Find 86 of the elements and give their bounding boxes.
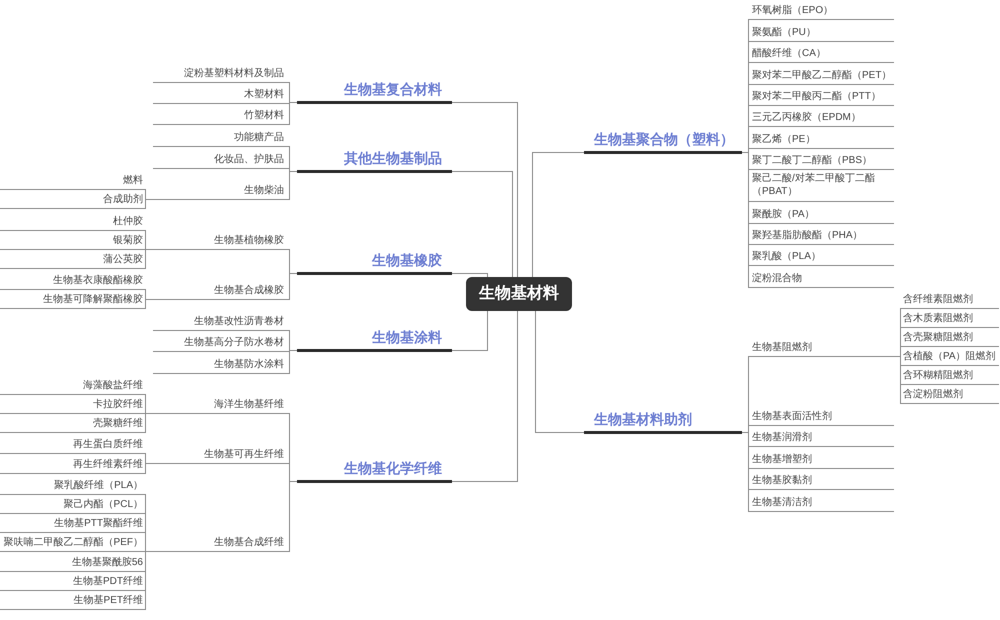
subtopic: 再生蛋白质纤维 — [0, 436, 146, 454]
connector-line — [535, 310, 584, 433]
subtopic: 聚乳酸（PLA） — [748, 246, 894, 266]
connector-line — [145, 299, 154, 309]
subtopic: 聚乳酸纤维（PLA） — [0, 477, 146, 495]
subtopic: 生物基植物橡胶 — [153, 232, 290, 250]
main-topic: 生物基聚合物（塑料） — [584, 126, 742, 154]
subtopic: 聚己二酸/对苯二甲酸丁二酯（PBAT） — [748, 171, 894, 202]
connector-line — [452, 102, 518, 278]
subtopic: 聚氨酯（PU） — [748, 22, 894, 42]
connector-line — [452, 310, 518, 482]
connector-line — [452, 273, 488, 278]
main-topic: 生物基橡胶 — [297, 247, 452, 275]
subtopic: 生物基防水涂料 — [153, 356, 290, 374]
connector-line — [145, 249, 154, 269]
subtopic: 燃料 — [0, 172, 146, 190]
connector-line — [452, 171, 513, 278]
subtopic: 生物基衣康酸酯橡胶 — [0, 272, 146, 290]
subtopic: 生物基表面活性剂 — [748, 406, 894, 426]
connector-line — [289, 102, 298, 125]
subtopic: 聚酰胺（PA） — [748, 204, 894, 224]
subtopic: 生物基可降解聚酯橡胶 — [0, 291, 146, 309]
subtopic: 生物基润滑剂 — [748, 427, 894, 447]
main-topic: 生物基化学纤维 — [297, 455, 452, 483]
connector-line — [742, 432, 749, 512]
subtopic: 含纤维素阻燃剂 — [900, 291, 999, 309]
connector-line — [289, 273, 298, 300]
subtopic: 醋酸纤维（CA） — [748, 43, 894, 63]
subtopic: 生物基合成纤维 — [153, 534, 290, 552]
subtopic: 竹塑材料 — [153, 107, 290, 125]
connector-line — [289, 350, 298, 374]
connector-line — [532, 152, 584, 278]
subtopic: 生物基清洁剂 — [748, 492, 894, 512]
main-topic: 生物基涂料 — [297, 324, 452, 352]
subtopic: 聚丁二酸丁二醇酯（PBS） — [748, 150, 894, 170]
subtopic: 聚乙烯（PE） — [748, 129, 894, 149]
subtopic: 含淀粉阻燃剂 — [900, 386, 999, 404]
subtopic: 银菊胶 — [0, 232, 146, 250]
subtopic: 聚对苯二甲酸丙二酯（PTT） — [748, 86, 894, 106]
subtopic: 生物基PET纤维 — [0, 592, 146, 610]
subtopic: 聚羟基脂肪酸酯（PHA） — [748, 225, 894, 245]
subtopic: 生物基合成橡胶 — [153, 282, 290, 300]
main-topic: 其他生物基制品 — [297, 145, 452, 173]
subtopic: 三元乙丙橡胶（EPDM） — [748, 107, 894, 127]
subtopic: 生物基聚酰胺56 — [0, 554, 146, 572]
main-topic: 生物基复合材料 — [297, 76, 452, 104]
subtopic: 再生纤维素纤维 — [0, 456, 146, 474]
connector-line — [894, 356, 901, 404]
connector-line — [742, 152, 749, 288]
connector-line — [145, 199, 154, 209]
subtopic: 生物基增塑剂 — [748, 449, 894, 469]
subtopic: 生物基高分子防水卷材 — [153, 334, 290, 352]
subtopic: 含植酸（PA）阻燃剂 — [900, 348, 999, 366]
connector-line — [145, 551, 154, 610]
subtopic: 含环糊精阻燃剂 — [900, 367, 999, 385]
subtopic: 化妆品、护肤品 — [153, 151, 290, 169]
subtopic: 聚己内酯（PCL） — [0, 496, 146, 514]
subtopic: 淀粉基塑料材料及制品 — [153, 65, 290, 83]
subtopic: 海藻酸盐纤维 — [0, 377, 146, 395]
subtopic: 环氧树脂（EPO） — [748, 0, 894, 20]
subtopic: 生物基PTT聚酯纤维 — [0, 515, 146, 533]
subtopic: 含木质素阻燃剂 — [900, 310, 999, 328]
subtopic: 卡拉胶纤维 — [0, 396, 146, 414]
subtopic: 淀粉混合物 — [748, 268, 894, 288]
subtopic: 聚对苯二甲酸乙二醇酯（PET） — [748, 65, 894, 85]
subtopic: 含壳聚糖阻燃剂 — [900, 329, 999, 347]
connector-line — [145, 413, 154, 433]
subtopic: 生物基改性沥青卷材 — [153, 313, 290, 331]
subtopic: 生物基胶黏剂 — [748, 470, 894, 490]
connector-line — [452, 310, 488, 351]
subtopic: 生物基阻燃剂 — [748, 337, 894, 357]
subtopic: 杜仲胶 — [0, 213, 146, 231]
central-topic-box: 生物基材料 — [466, 277, 572, 311]
connector-line — [145, 463, 154, 474]
subtopic: 海洋生物基纤维 — [153, 396, 290, 414]
subtopic: 聚呋喃二甲酸乙二醇酯（PEF） — [0, 534, 146, 552]
subtopic: 生物基PDT纤维 — [0, 573, 146, 591]
subtopic: 壳聚糖纤维 — [0, 415, 146, 433]
subtopic: 功能糖产品 — [153, 129, 290, 147]
main-topic: 生物基材料助剂 — [584, 406, 742, 434]
subtopic: 生物柴油 — [153, 182, 290, 200]
subtopic: 蒲公英胶 — [0, 251, 146, 269]
subtopic: 生物基可再生纤维 — [153, 446, 290, 464]
connector-line — [289, 481, 298, 552]
subtopic: 木塑材料 — [153, 86, 290, 104]
subtopic: 合成助剂 — [0, 191, 146, 209]
